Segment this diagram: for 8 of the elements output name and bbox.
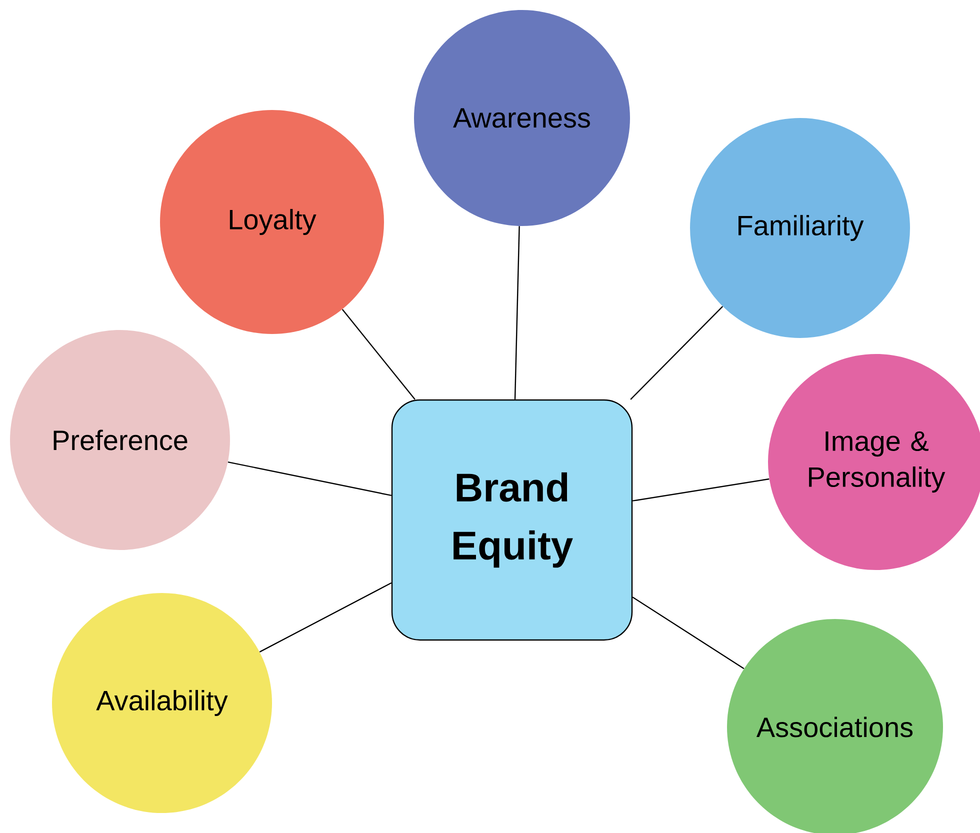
connector-line <box>342 309 416 400</box>
connector-line <box>632 596 744 670</box>
connector-line <box>630 306 724 400</box>
center-box: Brand Equity <box>391 399 633 641</box>
connector-line <box>632 478 770 502</box>
connector-line <box>514 226 520 400</box>
connector-line <box>259 582 392 652</box>
connector-line <box>228 461 392 496</box>
